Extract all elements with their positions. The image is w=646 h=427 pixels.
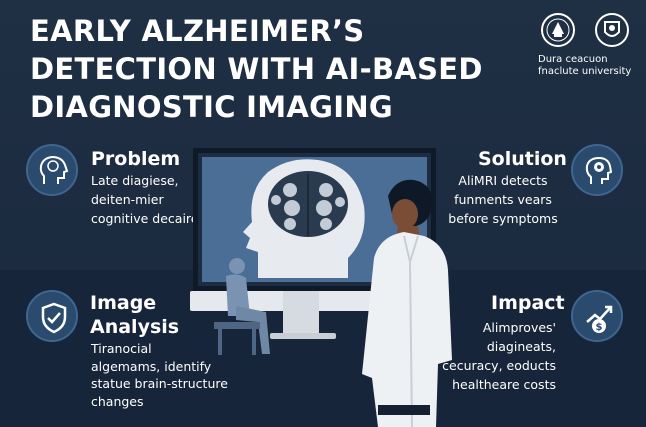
monitor-illustration bbox=[193, 148, 436, 291]
image-analysis-text: Tiranocial algemams, identify statue bra… bbox=[91, 340, 228, 410]
university-line-1: Dura ceacuon bbox=[538, 54, 608, 65]
university-line-2: fnaclute university bbox=[538, 66, 632, 77]
monitor-screen bbox=[202, 157, 427, 282]
image-analysis-line-1: Tiranocial bbox=[91, 341, 152, 356]
problem-line-2: deiten-mier bbox=[91, 192, 164, 207]
solution-line-2: funments vears bbox=[454, 192, 552, 207]
impact-line-1: Alimproves' bbox=[482, 320, 556, 335]
problem-line-3: cognitive decaire bbox=[91, 211, 199, 226]
title-line-3: DIAGNOSTIC IMAGING bbox=[30, 90, 394, 124]
head-brain-icon bbox=[26, 144, 78, 196]
impact-text: Alimproves' diagineats, сecuracy, eoduct… bbox=[440, 318, 556, 394]
problem-text: Late diagiese, deiten-mier cognitive dec… bbox=[91, 171, 198, 228]
image-analysis-line-2: algemams, identify bbox=[91, 358, 212, 374]
impact-line-2: diagineats, bbox=[486, 339, 556, 354]
monitor-stand bbox=[283, 291, 319, 335]
university-name: Dura ceacuon fnaclute university bbox=[538, 54, 642, 78]
impact-line-4: healtheare costs bbox=[452, 377, 556, 392]
image-analysis-heading-line-1: Image bbox=[90, 292, 157, 314]
image-analysis-line-4: changes bbox=[91, 393, 144, 409]
impact-heading: Impact bbox=[491, 292, 565, 314]
shield-check-icon bbox=[26, 290, 78, 342]
problem-line-1: Late diagiese, bbox=[91, 173, 179, 188]
title-line-2: DETECTION WITH AI-BASED bbox=[30, 52, 483, 86]
solution-heading: Solution bbox=[478, 148, 567, 170]
solution-line-1: AliMRI detects bbox=[458, 173, 548, 188]
problem-heading: Problem bbox=[91, 148, 181, 170]
university-crest-logo bbox=[594, 12, 630, 48]
page-title: EARLY ALZHEIMER’S DETECTION WITH AI-BASE… bbox=[30, 12, 500, 126]
image-analysis-heading-line-2: Analysis bbox=[90, 316, 180, 338]
image-analysis-heading: Image Analysis bbox=[90, 291, 179, 339]
solution-line-3: before symptoms bbox=[448, 211, 558, 226]
impact-line-3: сecuracy, eoducts bbox=[442, 358, 556, 373]
solution-text: AliMRI detects funments vears before sym… bbox=[440, 171, 566, 228]
university-logos bbox=[540, 12, 632, 54]
svg-text:$: $ bbox=[596, 322, 603, 333]
monitor-foot bbox=[270, 333, 336, 339]
title-line-1: EARLY ALZHEIMER’S bbox=[30, 14, 365, 48]
brain-head-icon bbox=[571, 144, 623, 196]
university-seal-logo bbox=[540, 12, 576, 48]
image-analysis-line-3: statue brain-structure bbox=[91, 376, 228, 391]
dollar-chart-icon: $ bbox=[571, 290, 623, 342]
